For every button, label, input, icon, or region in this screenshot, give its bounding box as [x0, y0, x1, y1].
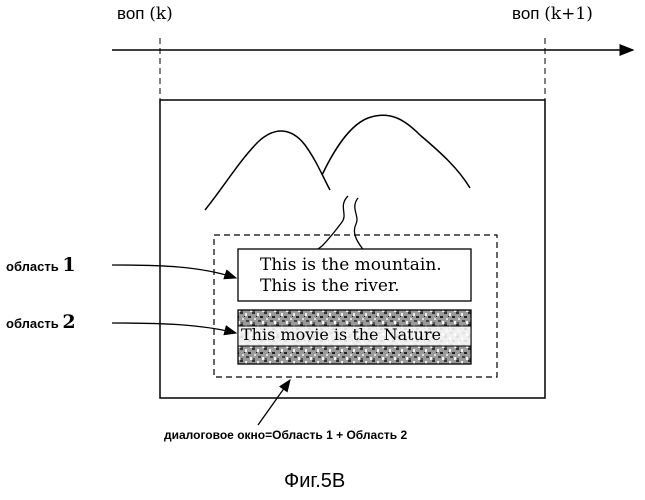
region1-label: область 1 — [6, 254, 76, 276]
wop-k-prefix: воп — [117, 4, 145, 23]
caption-arrow — [258, 380, 290, 425]
wop-k1-label: воп (k+1) — [512, 4, 593, 24]
region2-arrow — [112, 323, 236, 333]
region1-label-num: 1 — [62, 254, 75, 276]
wop-k-label: воп (k) — [117, 4, 173, 24]
dialog-caption: диалоговое окно=Область 1 + Область 2 — [164, 428, 407, 442]
mountain-left — [205, 131, 330, 210]
region2-label-text: область — [6, 316, 59, 331]
region2-line: This movie is the Nature — [241, 325, 441, 344]
region1-line-1: This is the mountain. — [260, 255, 442, 275]
region1-line-2: This is the river. — [260, 276, 400, 296]
wop-k-suffix: (k) — [149, 4, 173, 24]
region1-arrow — [112, 265, 236, 278]
mountain-right — [322, 115, 470, 188]
region2-label: область 2 — [6, 311, 76, 333]
wop-k1-prefix: воп — [512, 4, 540, 23]
region2-label-num: 2 — [62, 311, 75, 333]
region1-label-text: область — [6, 259, 59, 274]
figure-label: Фиг.5B — [284, 470, 345, 493]
wop-k1-suffix: (k+1) — [544, 4, 593, 24]
